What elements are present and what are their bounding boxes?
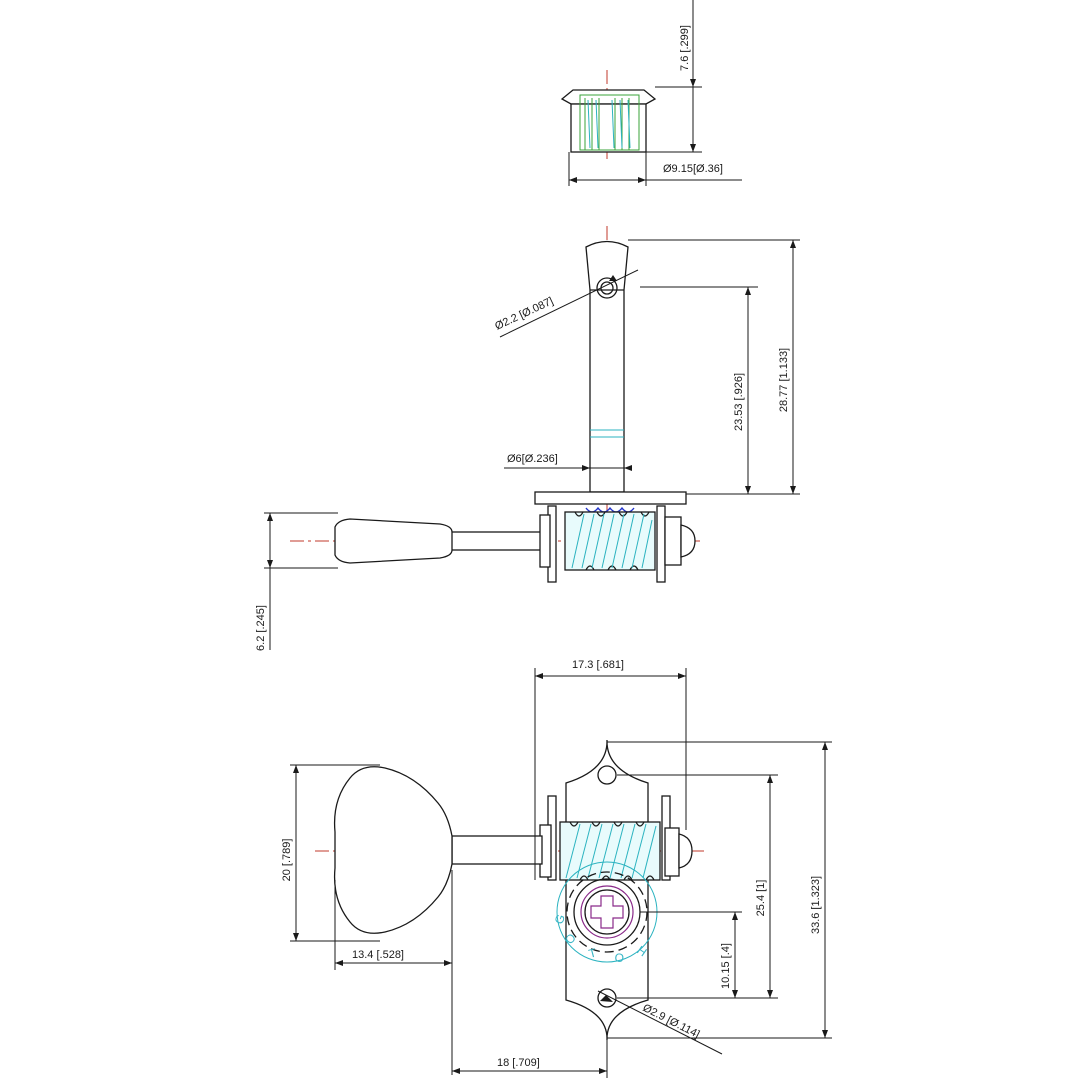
button-height-label: 20 [.789] (281, 839, 293, 882)
plate-width-label: 17.3 [.681] (572, 659, 624, 671)
bushing-thread-lines (584, 98, 631, 150)
side-worm-thread (571, 513, 653, 569)
bushing-diameter-label: Ø9.15[Ø.36] (663, 163, 723, 175)
button-width-label: 13.4 [.528] (352, 949, 404, 961)
plate-length-label: 33.6 [1.323] (810, 876, 822, 934)
svg-text:T: T (587, 945, 598, 961)
front-worm-thread (565, 823, 657, 879)
post-diameter-label: Ø6[Ø.236] (507, 453, 558, 465)
front-view: G O T O H 17.3 [.681] 20 [.789] 13.4 [.5… (281, 659, 832, 1078)
mount-hole-label: Ø2.9 [Ø.114] (641, 1002, 702, 1041)
bushing-height-label: 7.6 [.299] (679, 25, 691, 71)
button-thickness-label: 6.2 [.245] (255, 605, 267, 651)
post-to-hole-label: 23.53 [.926] (733, 373, 745, 431)
hole-spacing-label: 25.4 [1] (755, 880, 767, 917)
string-hole-label: Ø2.2 [Ø.087] (493, 295, 555, 332)
svg-text:O: O (613, 950, 625, 965)
shaft-length-label: 18 [.709] (497, 1057, 540, 1069)
gear-offset-label: 10.15 [.4] (720, 943, 732, 989)
bushing-view: 7.6 [.299] Ø9.15[Ø.36] (560, 0, 742, 186)
side-view: Ø2.2 [Ø.087] 23.53 [.926] 28.77 [1.133] … (255, 226, 800, 651)
svg-text:G: G (552, 912, 568, 926)
post-height-label: 28.77 [1.133] (778, 348, 790, 412)
